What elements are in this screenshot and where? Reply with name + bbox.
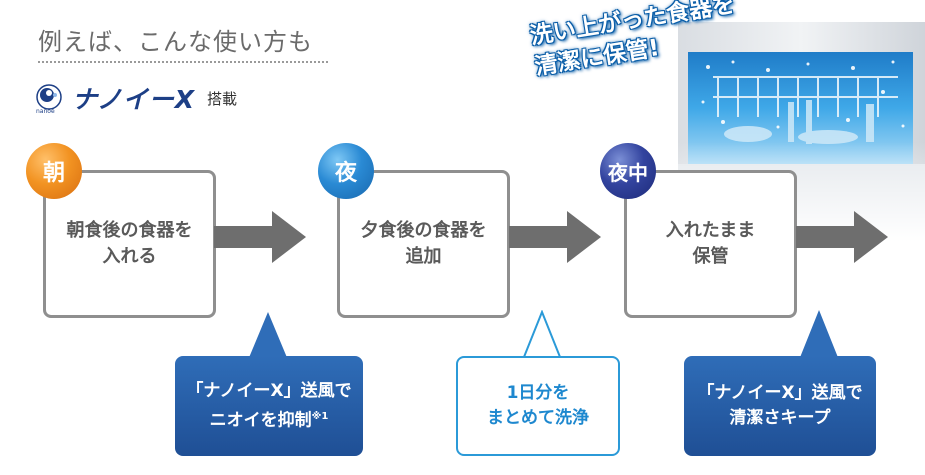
step-midnight-line1: 入れたまま xyxy=(665,220,756,241)
info-bubble-batch-wash: 1日分を まとめて洗浄 xyxy=(456,356,620,456)
bubble-tail xyxy=(520,310,564,362)
footnote-mark: ※1 xyxy=(311,410,329,422)
info-bubble-deodorize: 「ナノイーX」送風で ニオイを抑制※1 xyxy=(175,356,363,456)
step-box-midnight: 入れたまま 保管 xyxy=(624,170,797,318)
step-night-line2: 追加 xyxy=(405,246,442,267)
step-night-line1: 夕食後の食器を xyxy=(360,220,487,241)
bubble-tail xyxy=(799,310,839,360)
step-morning-line2: 入れる xyxy=(102,246,157,267)
step-morning-line1: 朝食後の食器を xyxy=(66,220,193,241)
nanoe-logo-icon: nanoe xyxy=(34,83,64,115)
badge-night: 夜 xyxy=(318,143,374,199)
step-box-night: 夕食後の食器を 追加 xyxy=(337,170,510,318)
badge-midnight: 夜中 xyxy=(600,143,656,199)
bubble-tail xyxy=(248,312,288,360)
bubble-deodorize-line2-wrap: ニオイを抑制※1 xyxy=(186,404,351,434)
nanoe-x-suffix: 搭載 xyxy=(207,89,238,108)
bubble-deodorize-line1: 「ナノイーX」送風で xyxy=(186,380,352,401)
nanoe-x-name: ナノイーX xyxy=(72,85,196,114)
step-midnight-line2: 保管 xyxy=(692,246,729,267)
bubble-keep-line2: 清潔さキープ xyxy=(729,408,831,428)
arrow-right-icon xyxy=(509,211,601,263)
badge-morning: 朝 xyxy=(26,143,82,199)
nanoe-x-label: nanoe ナノイーX 搭載 xyxy=(34,80,237,116)
info-bubble-keep-clean: 「ナノイーX」送風で 清潔さキープ xyxy=(684,356,876,456)
bubble-keep-line1: 「ナノイーX」送風で xyxy=(697,383,863,403)
page-heading: 例えば、こんな使い方も xyxy=(38,22,328,63)
arrow-right-icon xyxy=(796,211,888,263)
arrow-right-icon xyxy=(214,211,306,263)
bubble-deodorize-line2: ニオイを抑制 xyxy=(209,410,312,431)
bubble-batch-line2: まとめて洗浄 xyxy=(487,408,589,428)
nanoe-logo-text: nanoe xyxy=(36,108,55,115)
bubble-batch-line1: 1日分を xyxy=(506,383,570,403)
